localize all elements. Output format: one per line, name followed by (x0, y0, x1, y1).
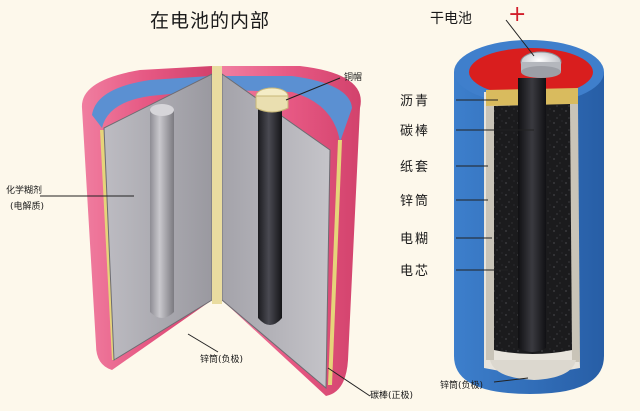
label-zinc-can-right: 锌筒 (400, 194, 431, 209)
label-carbon-rod-right: 碳棒 (400, 124, 431, 139)
gray-rod-top (150, 104, 174, 116)
right-leaders (456, 19, 535, 383)
gray-rod (150, 105, 174, 318)
left-battery-cutaway (81, 66, 361, 396)
bottom-base (490, 360, 576, 380)
copper-cap (255, 95, 289, 113)
carbon-rod (258, 100, 282, 325)
dry-cell-cutaway (454, 40, 604, 394)
right-title: 干电池 (430, 11, 472, 27)
label-core: 电芯 (400, 264, 431, 279)
paper-sleeve (486, 106, 494, 360)
label-paper-sleeve: 纸套 (400, 160, 431, 175)
paper-sleeve-right (570, 104, 580, 362)
label-paste-line1: 化学糊剂 (6, 186, 43, 196)
label-bottom-zinc: 锌筒(负极) (440, 381, 484, 391)
center-divider (212, 66, 222, 304)
positive-cap-rim (521, 66, 561, 78)
label-asphalt: 沥青 (400, 94, 431, 109)
label-carbon-rod-left: 碳棒(正极) (370, 391, 414, 401)
left-blue-rim (92, 76, 210, 128)
left-title: 在电池的内部 (150, 10, 271, 32)
plus-sign: + (508, 2, 527, 27)
right-blue-rim (224, 76, 352, 142)
label-paste-line2: (电解质) (10, 202, 45, 212)
label-copper-cap: 铜帽 (344, 73, 363, 83)
yellow-lining-right (328, 140, 342, 385)
label-paste: 电糊 (400, 232, 431, 247)
label-zinc-can-left: 锌筒(负极) (200, 355, 244, 365)
left-leaders (40, 77, 371, 397)
core-rod (518, 78, 546, 352)
